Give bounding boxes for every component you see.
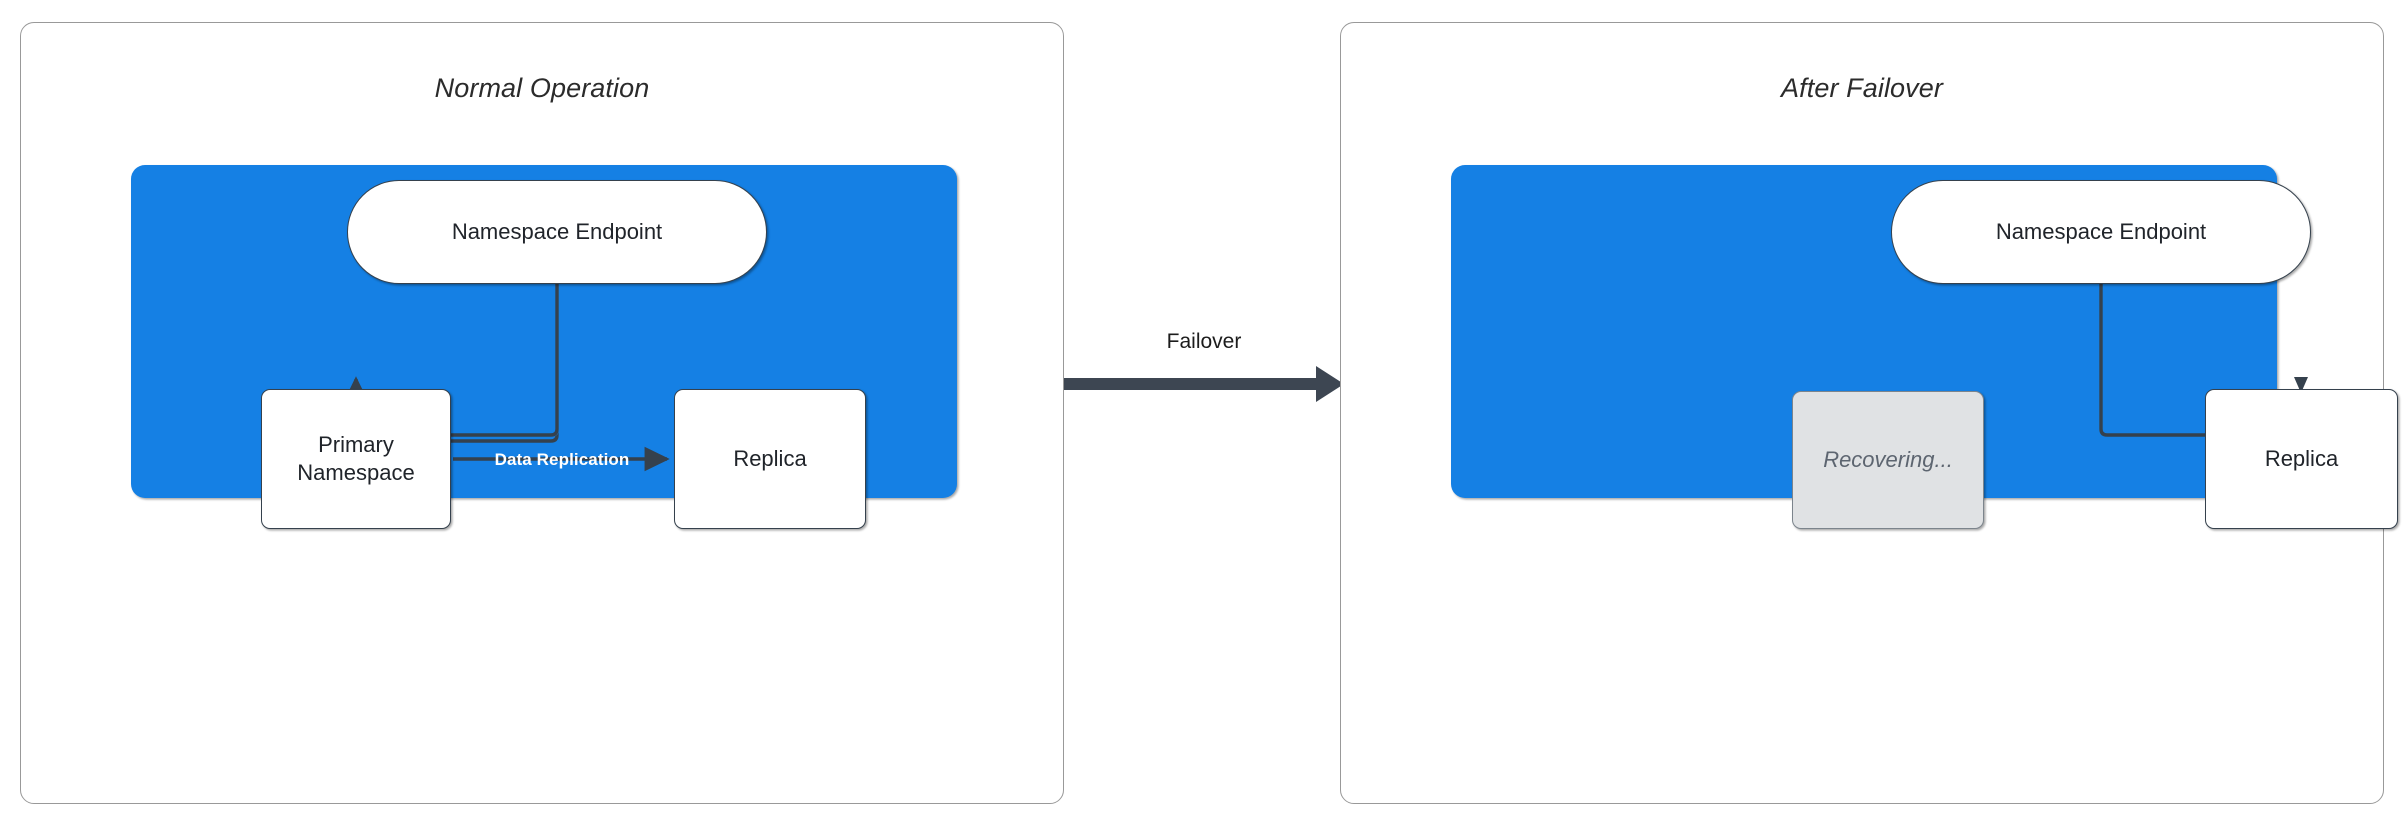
primary-line-2: Namespace — [297, 460, 415, 485]
panel-after-failover: After Failover Namespace Endpoint Recove… — [1340, 22, 2398, 804]
blue-region-left: Namespace Endpoint Primary Namespace Rep… — [131, 165, 957, 529]
node-primary-namespace[interactable]: Primary Namespace — [261, 389, 451, 529]
node-recovering[interactable]: Recovering... — [1792, 391, 1984, 529]
primary-line-1: Primary — [318, 431, 394, 457]
failover-label: Failover — [1166, 330, 1242, 353]
edge-label-data-replication: Data Replication — [494, 450, 630, 469]
panel-left-title: Normal Operation — [434, 73, 650, 103]
node-namespace-endpoint-left[interactable]: Namespace Endpoint — [347, 180, 767, 284]
failover-transition: Failover — [1064, 330, 1344, 450]
panel-normal-operation: Normal Operation Na — [20, 22, 1064, 804]
failover-arrow-icon — [1064, 366, 1344, 402]
node-replica-left[interactable]: Replica — [674, 389, 866, 529]
node-replica-right[interactable]: Replica — [2205, 389, 2398, 529]
panel-right-title: After Failover — [1781, 73, 1943, 103]
blue-region-right: Namespace Endpoint Recovering... Replica — [1451, 165, 2398, 529]
node-primary-label: Primary Namespace — [297, 431, 414, 487]
node-namespace-endpoint-right[interactable]: Namespace Endpoint — [1891, 180, 2311, 284]
